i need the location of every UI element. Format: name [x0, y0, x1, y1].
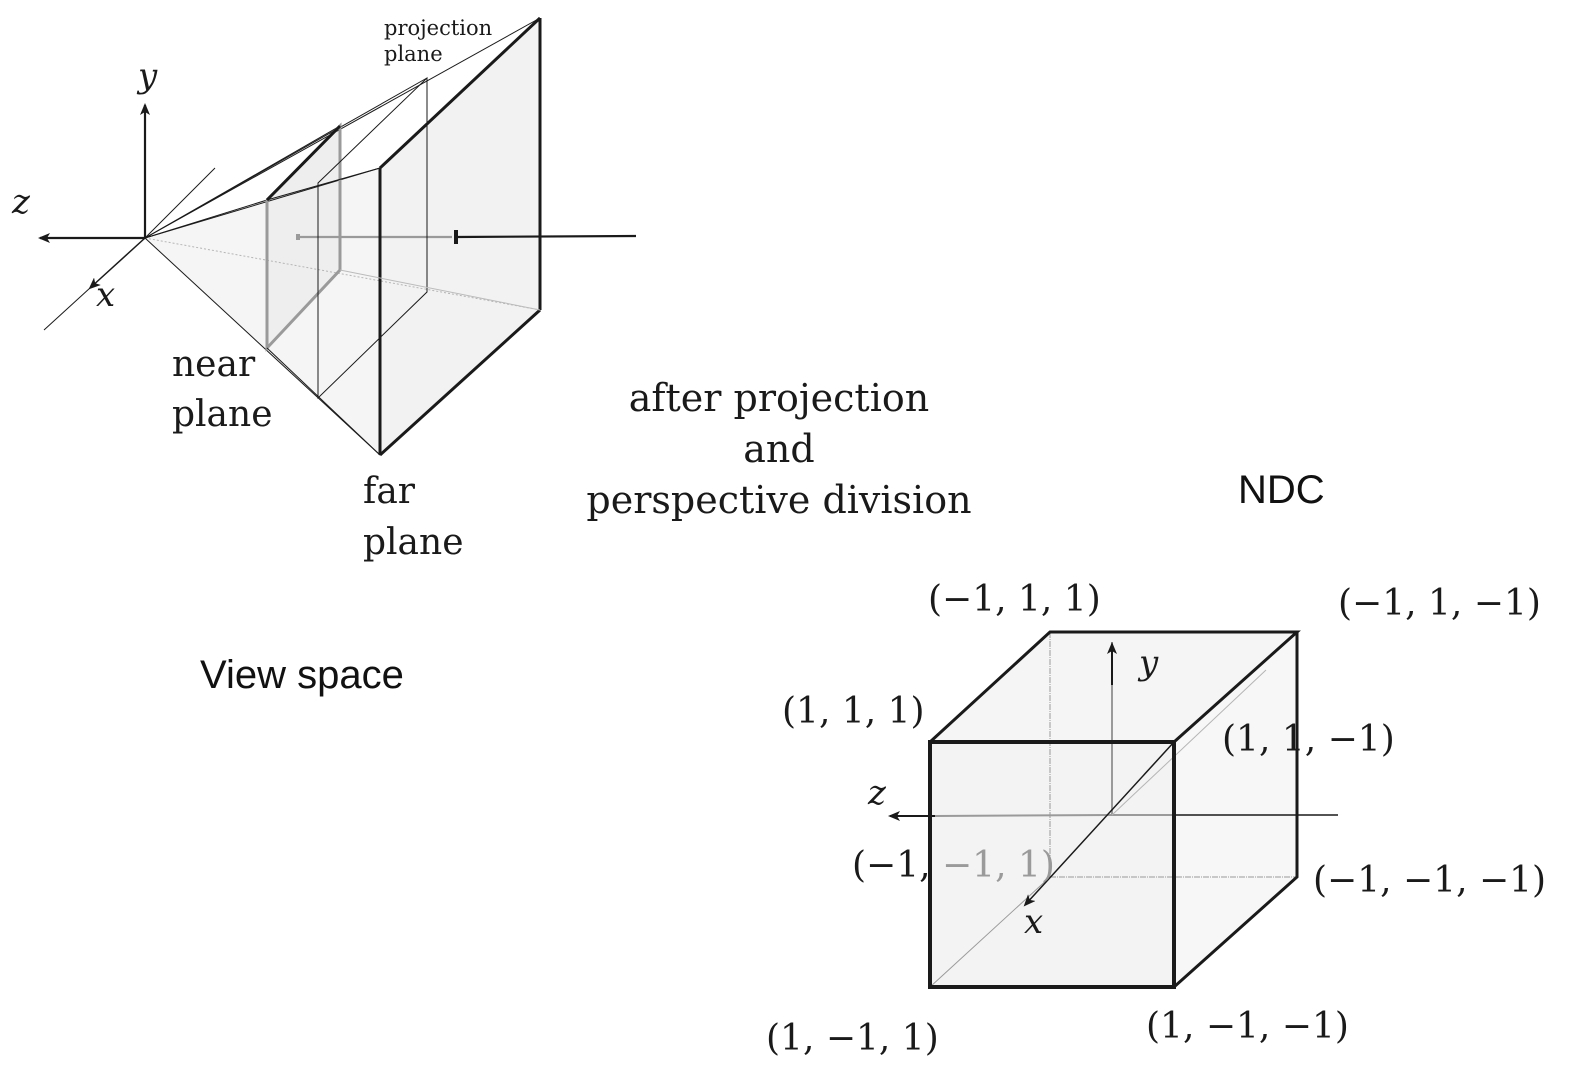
projection-plane-label-line2: plane: [384, 42, 443, 66]
far-plane-edge-top: [378, 16, 542, 170]
view-x-axis-label: x: [96, 275, 115, 315]
x-axis-back: [144, 167, 216, 239]
transition-line3: perspective division: [586, 478, 971, 522]
frustum-edge-top: [266, 167, 381, 201]
corner-bottom-back-left: (−1, −1, 1): [852, 845, 1055, 886]
transition-line2: and: [743, 427, 814, 471]
view-space-caption: View space: [200, 653, 404, 697]
corner-top-back-left: (−1, 1, 1): [928, 579, 1101, 620]
cube-front-edge: [928, 740, 1176, 989]
far-plane-edge-bottom: [378, 308, 542, 457]
projection-plane-outline: [317, 76, 428, 400]
far-plane-label-line1: far: [363, 471, 416, 512]
near-plane-label-line1: near: [172, 344, 256, 385]
projection-plane-label-line1: projection: [384, 16, 492, 40]
view-y-axis-label: y: [136, 56, 158, 96]
frustum-edge-bottom: [266, 347, 381, 456]
corner-top-front-right: (1, 1, −1): [1222, 719, 1395, 760]
cube-front-face: [930, 742, 1174, 987]
corner-bottom-back-left-part2: −1, 1): [931, 845, 1055, 886]
corner-bottom-back-left-part1: (−1,: [852, 845, 931, 886]
near-plane-label-line2: plane: [172, 394, 273, 435]
ray-bottom: [144, 237, 381, 456]
x-axis-tail: [43, 287, 91, 331]
view-space-frustum: [38, 16, 637, 457]
ndc-x-axis-label: x: [1024, 902, 1043, 942]
corner-bottom-back-right: (−1, −1, −1): [1313, 860, 1546, 901]
ndc-z-axis-label: z: [867, 773, 887, 813]
frustum-edge-bottom-back: [339, 269, 541, 311]
corner-bottom-front-left: (1, −1, 1): [766, 1018, 939, 1059]
ndc-y-axis-label: y: [1137, 643, 1159, 683]
ndc-cube: [888, 630, 1338, 989]
near-plane-top-front: [265, 124, 342, 202]
corner-top-back-right: (−1, 1, −1): [1338, 583, 1541, 624]
transition-line1: after projection: [629, 376, 929, 420]
z-axis-extension: [455, 234, 637, 239]
ndc-title: NDC: [1238, 468, 1325, 512]
ray-top-near: [144, 125, 341, 239]
far-plane-label-line2: plane: [363, 522, 464, 563]
hidden-floor-line: [144, 237, 541, 311]
ndc-diagonal: [1111, 669, 1267, 816]
ray-top-far: [144, 17, 541, 239]
corner-bottom-front-right: (1, −1, −1): [1146, 1006, 1349, 1047]
cube-right-face: [1174, 632, 1297, 987]
corner-top-front-left: (1, 1, 1): [782, 691, 925, 732]
cube-top-edges: [928, 630, 1301, 744]
ndc-z-axis: [934, 814, 1113, 817]
ndc-x-axis: [1023, 741, 1175, 907]
view-z-axis-label: z: [11, 182, 31, 222]
x-axis: [88, 237, 146, 290]
cube-right-edges: [1173, 632, 1299, 989]
